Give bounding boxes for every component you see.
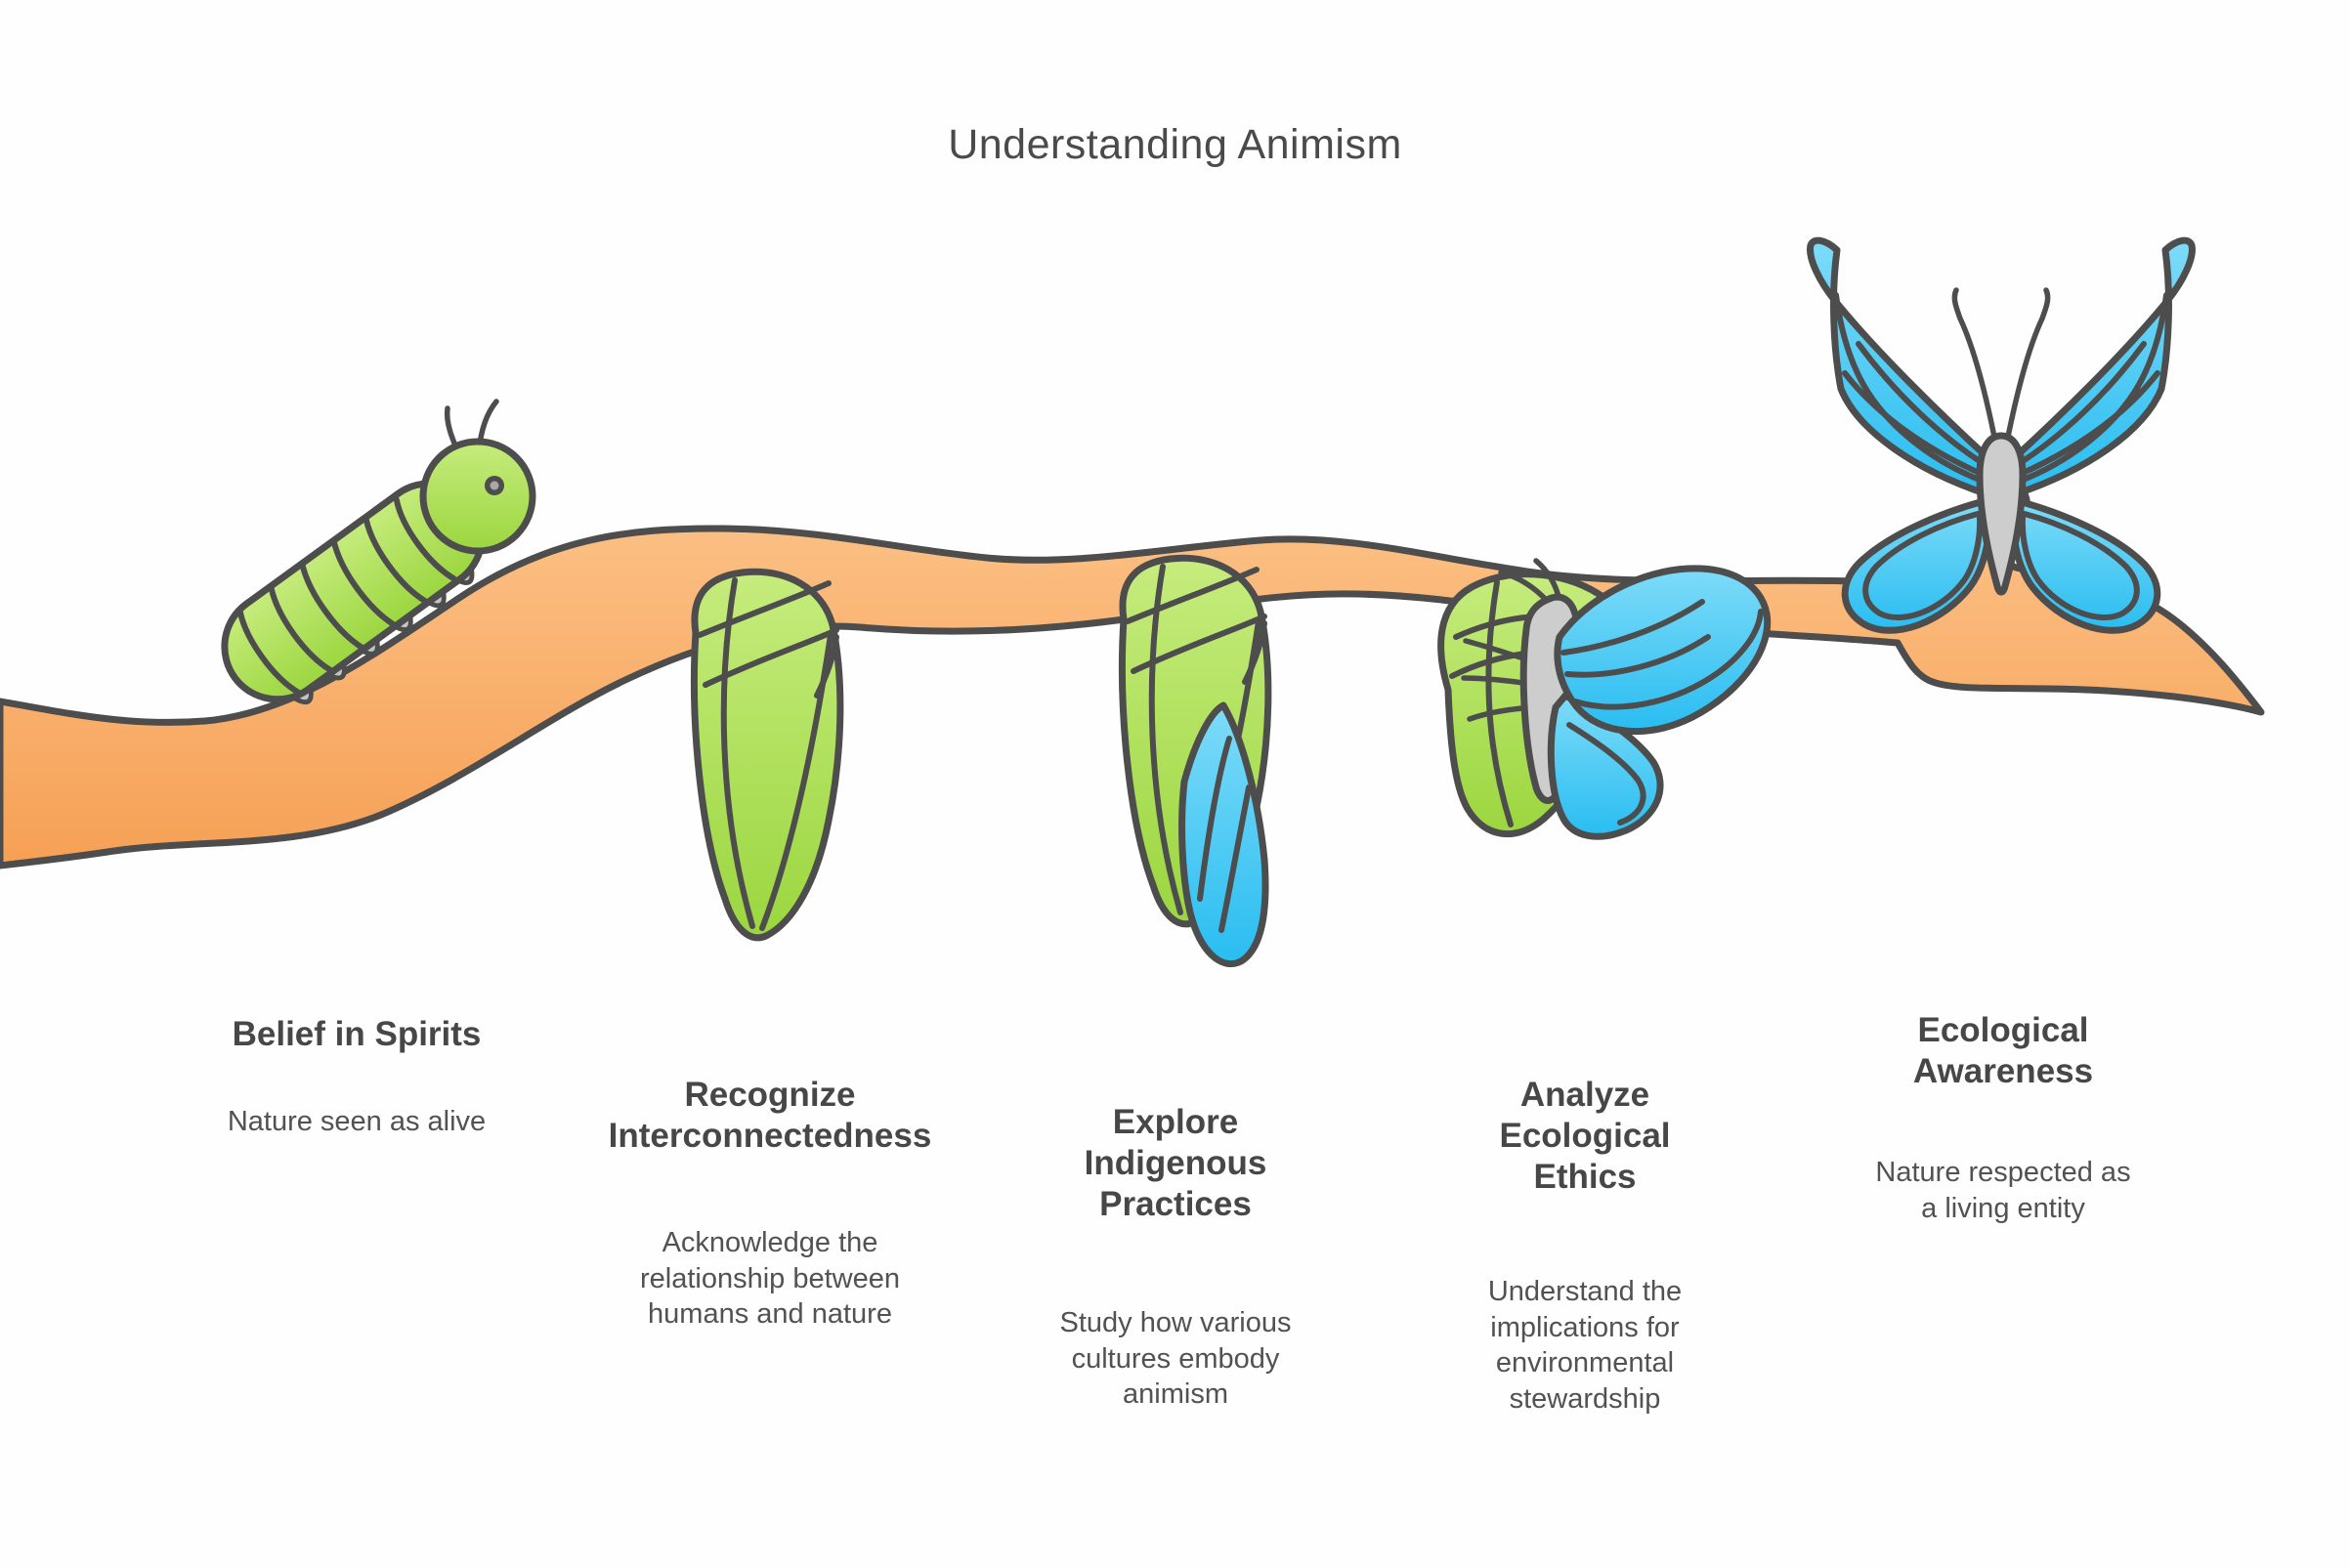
caterpillar-icon	[221, 399, 536, 705]
stage-heading-analyze-ecological-ethics: Analyze Ecological Ethics	[1499, 1076, 1671, 1196]
stage-description-recognize-interconnectedness: Acknowledge the relationship between hum…	[639, 1227, 900, 1331]
stage-heading-belief-in-spirits: Belief in Spirits	[232, 1015, 482, 1053]
page-title: Understanding Animism	[948, 121, 1402, 168]
emerging-butterfly-icon	[1437, 558, 1772, 840]
stage-heading-ecological-awareness: Ecological Awareness	[1912, 1011, 2094, 1090]
stage-description-belief-in-spirits: Nature seen as alive	[227, 1106, 487, 1137]
stage-description-ecological-awareness: Nature respected as a living entity	[1875, 1157, 2131, 1224]
stage-description-analyze-ecological-ethics: Understand the implications for environm…	[1487, 1276, 1683, 1415]
butterfly-icon	[1807, 240, 2193, 630]
chrysalis-icon	[694, 572, 839, 938]
stage-heading-explore-indigenous-practices: Explore Indigenous Practices	[1084, 1103, 1267, 1223]
stage-heading-recognize-interconnectedness: Recognize Interconnectedness	[608, 1076, 932, 1155]
chrysalis-emerging-wing-icon	[1122, 558, 1267, 967]
stage-description-explore-indigenous-practices: Study how various cultures embody animis…	[1059, 1307, 1292, 1411]
